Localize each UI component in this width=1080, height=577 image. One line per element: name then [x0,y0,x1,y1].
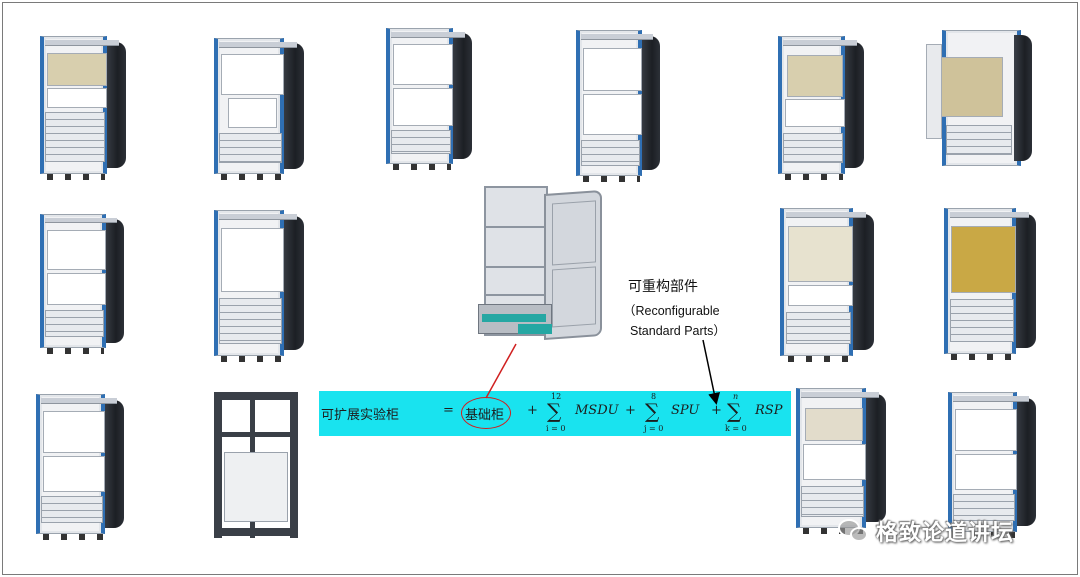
reconfigurable-arrow [702,339,721,405]
formula-plus-1: + [527,403,538,418]
rack-cabinet [796,388,886,534]
rack-cabinet [40,214,124,354]
term2-name: SPU [671,403,700,418]
base-rack-skeleton [478,186,602,346]
formula-plus-2: + [625,403,636,418]
formula-plus-3: + [711,403,722,418]
term3-sigma: ∑ [727,399,742,423]
annotation-title-en-line1: （Reconfigurable [623,304,720,318]
term2-upper: 8 [651,392,657,401]
rack-cabinet [780,208,874,362]
formula-band: 可扩展实验柜 = 基础柜 + 12 ∑ i = 0 MSDU + 8 ∑ j =… [319,391,791,436]
rack-cabinet [944,208,1036,360]
annotation-title-cn: 可重构部件 [628,279,698,295]
term3-lower: k = 0 [725,424,747,433]
term1-upper: 12 [551,392,562,401]
rack-cabinet-open [922,30,1032,166]
rack-cabinet [214,38,304,180]
rack-cabinet [40,36,126,180]
term1-name: MSDU [575,403,619,418]
watermark-text: 格致论道讲坛 [876,521,1015,546]
watermark: 格致论道讲坛 [836,516,1014,546]
rack-cabinet [214,210,304,362]
term3-upper: n [733,392,739,401]
rack-cabinet [576,30,660,182]
rack-cabinet [948,392,1036,538]
wechat-icon [836,517,870,545]
formula-equals: = [443,403,454,418]
annotation-title-en-line2: Standard Parts） [630,324,726,338]
term1-lower: i = 0 [546,424,566,433]
rack-cabinet [386,28,472,170]
formula-lhs: 可扩展实验柜 [321,408,400,423]
rack-cabinet [778,36,864,180]
base-link-line [485,343,517,399]
term2-sigma: ∑ [645,399,660,423]
term1-sigma: ∑ [547,399,562,423]
term3-name: RSP [755,403,783,418]
term2-lower: j = 0 [644,424,664,433]
rack-cabinet [36,394,124,540]
truss-frame [210,392,306,538]
